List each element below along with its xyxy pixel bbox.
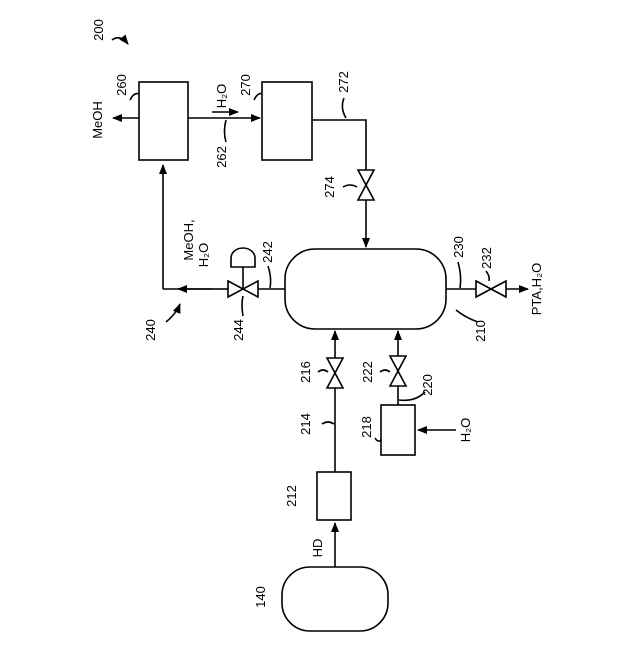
leader-262 (225, 120, 227, 142)
source-tank-140 (282, 567, 388, 631)
stream-hd: HD (310, 539, 325, 558)
label-274: 274 (322, 176, 337, 198)
valve-216 (327, 358, 343, 388)
valve-232 (476, 281, 506, 297)
leader-218 (375, 438, 381, 441)
label-222: 222 (360, 361, 375, 383)
label-214: 214 (298, 413, 313, 435)
valve-244-actuator (231, 248, 255, 267)
leader-230 (458, 262, 461, 288)
leader-260 (130, 94, 139, 100)
valve-222 (390, 356, 406, 386)
leader-244 (242, 296, 243, 316)
stream-water-in: H₂O (458, 418, 473, 443)
leader-272 (342, 98, 346, 118)
valve-274 (358, 170, 374, 200)
figure-number-leader (112, 38, 128, 44)
leader-210 (456, 310, 478, 322)
label-220: 220 (420, 374, 435, 396)
water-tank-218 (381, 405, 415, 455)
leader-222 (380, 370, 390, 372)
label-230: 230 (451, 236, 466, 258)
separator-260 (139, 82, 188, 160)
pump-212 (317, 472, 351, 520)
label-240: 240 (143, 319, 158, 341)
condenser-270 (262, 82, 312, 160)
label-244: 244 (231, 319, 246, 341)
leader-232 (486, 271, 489, 281)
leader-242 (268, 266, 271, 288)
label-212: 212 (284, 485, 299, 507)
label-270: 270 (238, 74, 253, 96)
reactor-210 (285, 249, 446, 329)
label-260: 260 (114, 74, 129, 96)
figure-number: 200 (91, 19, 106, 41)
stream-h2o-top: H₂O (214, 84, 229, 109)
label-232: 232 (479, 247, 494, 269)
stream-vent-meoh: MeOH, (181, 219, 196, 260)
label-218: 218 (359, 416, 374, 438)
leader-216 (318, 370, 328, 372)
label-262: 262 (214, 146, 229, 168)
leader-240 (166, 304, 180, 322)
label-272: 272 (336, 71, 351, 93)
stream-vent-h2o: H₂O (196, 243, 211, 268)
line-272 (312, 120, 366, 170)
label-140: 140 (253, 586, 268, 608)
leader-274 (343, 185, 357, 187)
label-216: 216 (298, 361, 313, 383)
label-210: 210 (473, 320, 488, 342)
leader-214 (322, 422, 334, 424)
stream-product: PTA,H₂O (529, 263, 544, 315)
label-242: 242 (260, 241, 275, 263)
stream-meoh: MeOH (90, 101, 105, 139)
leader-270 (254, 94, 262, 100)
